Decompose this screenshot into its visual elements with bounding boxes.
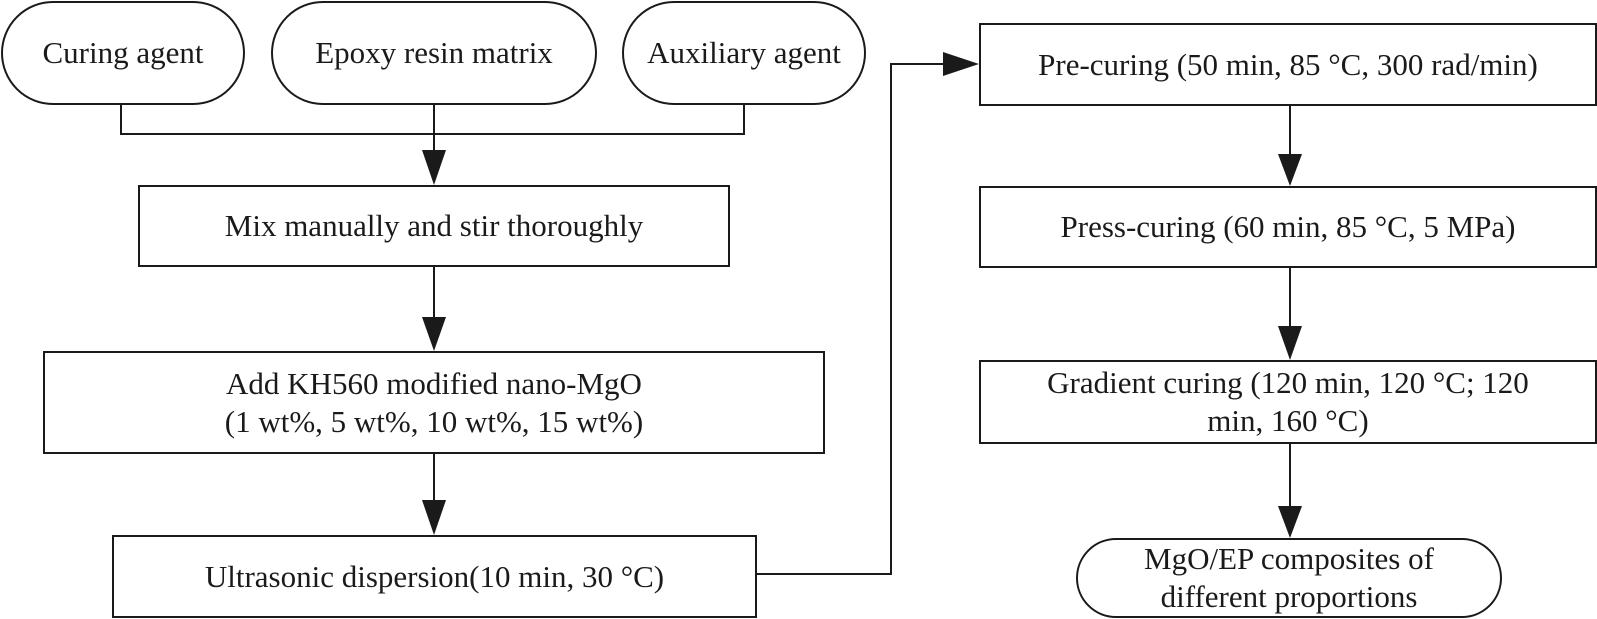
output-composites-label: MgO/EP composites of different proportio… <box>1144 541 1434 614</box>
mix-step-box: Mix manually and stir thoroughly <box>138 185 730 267</box>
arrowhead-into-ultrasonic <box>422 500 446 535</box>
arrowhead-into-mix <box>422 150 446 185</box>
ultrasonic-step-label: Ultrasonic dispersion(10 min, 30 °C) <box>204 558 665 594</box>
mix-step-label: Mix manually and stir thoroughly <box>224 208 644 243</box>
curing-agent-label: Curing agent <box>42 35 204 70</box>
add-mgo-step-label: Add KH560 modified nano-MgO (1 wt%, 5 wt… <box>224 365 644 439</box>
auxiliary-agent-label: Auxiliary agent <box>647 35 841 70</box>
epoxy-resin-matrix-label: Epoxy resin matrix <box>315 35 553 70</box>
press-curing-step-box: Press-curing (60 min, 85 °C, 5 MPa) <box>979 186 1597 268</box>
press-curing-step-label: Press-curing (60 min, 85 °C, 5 MPa) <box>1060 209 1516 244</box>
epoxy-resin-matrix-node: Epoxy resin matrix <box>271 1 597 105</box>
auxiliary-agent-node: Auxiliary agent <box>622 1 866 105</box>
ultrasonic-step-box: Ultrasonic dispersion(10 min, 30 °C) <box>112 535 757 618</box>
arrowhead-into-press <box>1278 154 1302 186</box>
add-mgo-step-box: Add KH560 modified nano-MgO (1 wt%, 5 wt… <box>43 351 825 454</box>
pre-curing-step-label: Pre-curing (50 min, 85 °C, 300 rad/min) <box>1038 46 1538 82</box>
gradient-curing-step-label: Gradient curing (120 min, 120 °C; 120 mi… <box>1047 365 1529 438</box>
gradient-curing-step-box: Gradient curing (120 min, 120 °C; 120 mi… <box>979 360 1597 444</box>
connector-curing-agent <box>120 104 434 135</box>
arrowhead-into-precuring <box>943 52 979 76</box>
pre-curing-step-box: Pre-curing (50 min, 85 °C, 300 rad/min) <box>979 23 1597 106</box>
curing-agent-node: Curing agent <box>1 1 245 105</box>
output-composites-node: MgO/EP composites of different proportio… <box>1076 538 1502 618</box>
arrowhead-into-output <box>1278 506 1302 538</box>
connector-ultrasonic-to-precuring <box>756 63 943 575</box>
connector-auxiliary-agent <box>434 104 745 135</box>
arrowhead-into-add <box>422 317 446 351</box>
arrowhead-into-gradient <box>1278 326 1302 360</box>
